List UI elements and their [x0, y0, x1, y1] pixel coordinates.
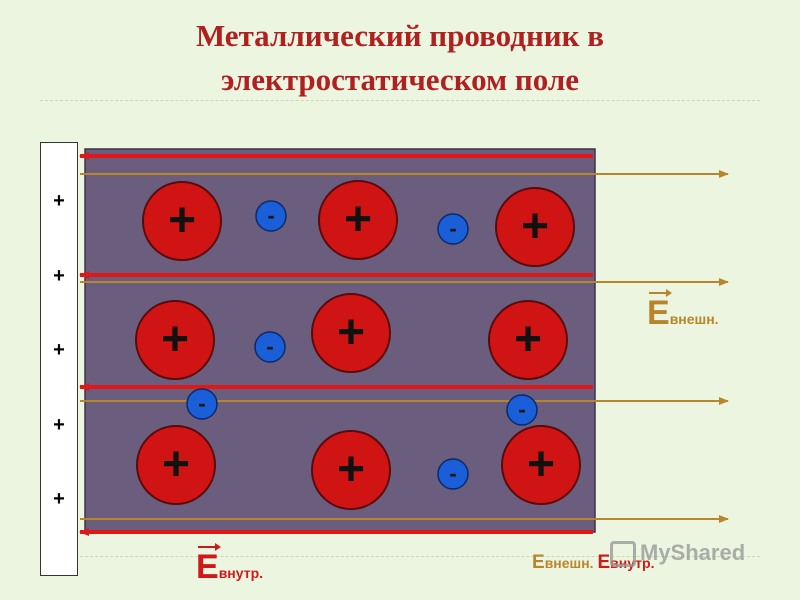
svg-text:-: - — [449, 216, 456, 241]
positive-ion: + — [501, 425, 581, 505]
svg-text:-: - — [198, 391, 205, 416]
electron: - — [255, 200, 287, 232]
separator-bottom — [40, 556, 760, 557]
plate-sign: + — [53, 265, 65, 287]
svg-text:-: - — [518, 397, 525, 422]
svg-text:+: + — [527, 438, 555, 491]
svg-text:+: + — [337, 443, 365, 496]
positive-ion: + — [495, 187, 575, 267]
vector-bar — [198, 543, 221, 551]
formula-external: Eвнешн. — [532, 552, 594, 573]
positive-ion: + — [311, 430, 391, 510]
internal-field-label: Eвнутр. — [196, 543, 264, 586]
plate-sign: + — [53, 414, 65, 436]
svg-text:+: + — [521, 200, 549, 253]
electron: - — [437, 458, 469, 490]
svg-text:-: - — [267, 203, 274, 228]
watermark-logo-icon — [610, 541, 636, 568]
electron: - — [254, 331, 286, 363]
separator-top — [40, 100, 760, 101]
svg-text:+: + — [162, 438, 190, 491]
watermark-text: MyShared — [640, 540, 746, 565]
svg-text:+: + — [344, 193, 372, 246]
svg-text:-: - — [449, 461, 456, 486]
positive-ions: + + + + + + + + + — [135, 180, 581, 510]
positive-ion: + — [318, 180, 398, 260]
svg-text:+: + — [161, 313, 189, 366]
positive-ion: + — [488, 300, 568, 380]
charged-plate: + + + + + — [40, 142, 78, 576]
external-field-symbol: E — [647, 294, 670, 332]
title-line-2: электростатическом поле — [220, 62, 580, 97]
positive-ion: + — [136, 425, 216, 505]
electron: - — [186, 388, 218, 420]
external-field-subscript: внешн. — [669, 311, 719, 327]
svg-text:+: + — [168, 194, 196, 247]
plate-sign: + — [53, 488, 65, 510]
vector-bar — [649, 289, 672, 297]
external-field-label: Eвнешн. — [647, 289, 719, 332]
internal-field-subscript: внутр. — [218, 565, 264, 581]
positive-ion: + — [311, 293, 391, 373]
watermark: MyShared — [610, 540, 746, 568]
electron: - — [437, 213, 469, 245]
external-field-lines — [80, 170, 729, 523]
title-line-1: Металлический проводник в — [195, 18, 605, 53]
svg-text:-: - — [266, 334, 273, 359]
svg-text:+: + — [337, 306, 365, 359]
positive-ion: + — [135, 300, 215, 380]
plate-sign: + — [53, 339, 65, 361]
svg-text:+: + — [514, 313, 542, 366]
plate-sign: + — [53, 190, 65, 212]
slide-title: Металлический проводник в электростатиче… — [0, 14, 800, 102]
electron: - — [506, 394, 538, 426]
positive-ion: + — [142, 181, 222, 261]
internal-field-symbol: E — [196, 548, 219, 586]
internal-field-lines — [79, 152, 593, 536]
free-electrons: - - - - - - — [186, 200, 538, 490]
